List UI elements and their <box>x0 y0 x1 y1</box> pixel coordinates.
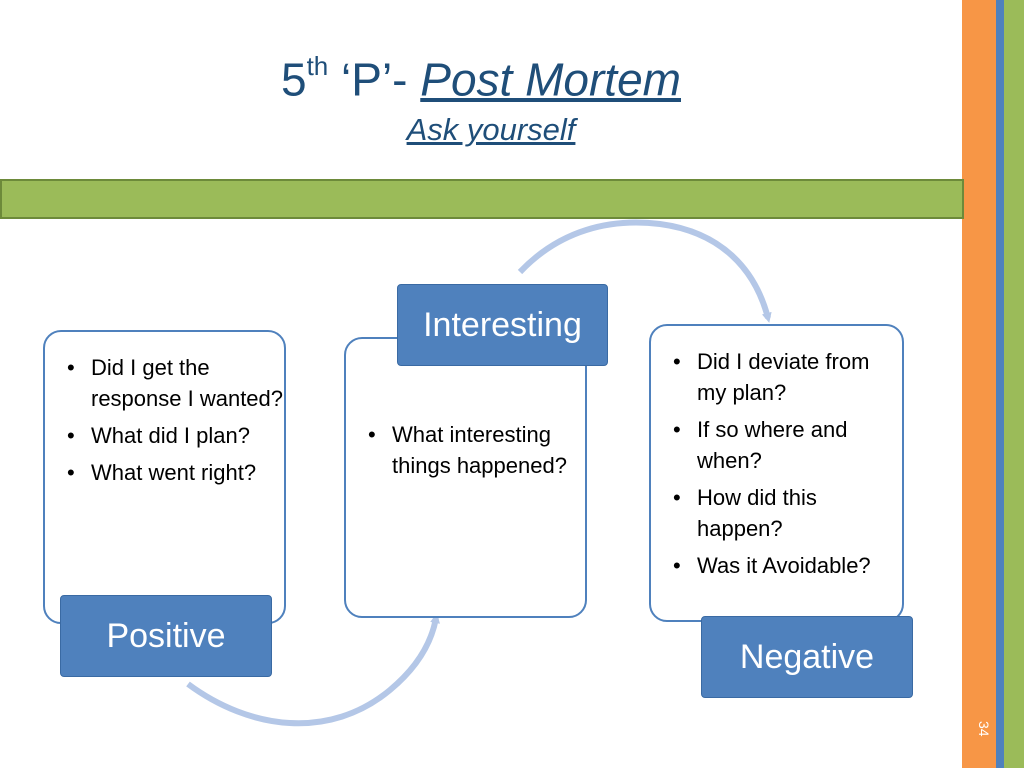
negative-label: Negative <box>701 616 913 698</box>
positive-label: Positive <box>60 595 272 677</box>
slide-title: 5th ‘P’- Post Mortem <box>0 40 962 109</box>
slide-subtitle: Ask yourself <box>406 112 576 147</box>
list-item: Was it Avoidable? <box>673 550 902 581</box>
interesting-list: What interesting things happened? <box>346 419 585 481</box>
side-stripe-orange <box>962 0 996 768</box>
title-prefix: 5 <box>280 53 307 106</box>
list-item: How did this happen? <box>673 482 902 544</box>
list-item: Did I get the response I wanted? <box>67 352 284 414</box>
page-number: 34 <box>976 721 992 737</box>
arrow-positive-to-interesting <box>186 613 441 727</box>
title-sup: th <box>306 51 329 81</box>
list-item: What went right? <box>67 457 284 488</box>
interesting-label: Interesting <box>397 284 608 366</box>
negative-box: Did I deviate from my plan? If so where … <box>649 324 904 622</box>
title-mid: ‘P’- <box>328 53 421 106</box>
list-item: If so where and when? <box>673 414 902 476</box>
list-item: Did I deviate from my plan? <box>673 346 902 408</box>
title-emphasis: Post Mortem <box>420 53 681 106</box>
green-divider-bar <box>0 179 964 219</box>
side-stripe-blue <box>996 0 1004 768</box>
interesting-box: What interesting things happened? <box>344 337 587 618</box>
positive-box: Did I get the response I wanted? What di… <box>43 330 286 624</box>
list-item: What interesting things happened? <box>368 419 585 481</box>
arrow-interesting-to-negative <box>517 219 772 323</box>
list-item: What did I plan? <box>67 420 284 451</box>
side-stripe-green <box>1004 0 1024 768</box>
negative-list: Did I deviate from my plan? If so where … <box>651 346 902 581</box>
positive-list: Did I get the response I wanted? What di… <box>45 352 284 488</box>
